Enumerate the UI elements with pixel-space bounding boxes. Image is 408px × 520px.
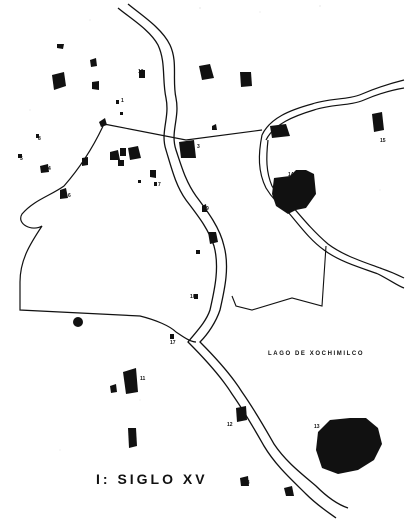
site-number: 3 (197, 144, 200, 150)
site-number: 4 (48, 166, 51, 172)
site-number: 8 (38, 136, 41, 142)
paper-speckle (29, 5, 381, 451)
town-lake-north (272, 170, 316, 214)
site-number: 17 (170, 340, 176, 346)
settlement-17 (202, 204, 207, 212)
site-number: 6 (68, 193, 71, 199)
site-number: 13 (314, 424, 320, 430)
territory-boundary (19, 123, 263, 343)
site-number: 18 (244, 480, 250, 486)
settlement-small-6 (154, 182, 157, 186)
settlement-small-9 (170, 334, 174, 339)
site-number: 7 (158, 182, 161, 188)
settlement-3 (90, 58, 97, 67)
settlement-15 (372, 112, 384, 132)
settlement-14 (270, 124, 290, 138)
site-number: 16 (138, 69, 144, 75)
settlement-1 (52, 72, 66, 90)
settlement-22 (236, 406, 247, 422)
settlement-small-4 (18, 154, 22, 158)
settlement-9 (128, 146, 141, 160)
site-number: 1 (121, 98, 124, 104)
settlement-18 (150, 170, 156, 178)
settlement-small-5 (138, 180, 141, 183)
settlement-23 (212, 124, 217, 130)
settlement-small-8 (194, 294, 198, 299)
settlement-12 (60, 188, 68, 199)
right-channels (258, 79, 405, 289)
river-channel (117, 3, 349, 519)
lake-label: LAGO DE XOCHIMILCO (268, 351, 364, 357)
settlement-5 (139, 70, 145, 78)
site-number: 11 (140, 376, 146, 382)
settlement-13 (82, 157, 88, 166)
settlement-2 (57, 44, 64, 49)
site-number: 5 (20, 156, 23, 162)
settlement-10 (179, 140, 196, 158)
settlement-7 (240, 72, 252, 87)
settlement-25 (240, 476, 249, 486)
settlement-small-7 (196, 250, 200, 254)
settlement-8 (99, 118, 107, 127)
town-lake-south (316, 418, 382, 474)
settlement-19 (123, 368, 138, 394)
site-number: 14 (288, 172, 294, 178)
settlement-20 (110, 384, 117, 393)
settlement-11 (40, 164, 49, 173)
map-title: I: SIGLO XV (96, 471, 208, 487)
settlement-cluster-c (118, 160, 124, 166)
settlement-dot-west (73, 317, 83, 327)
site-number: 12 (227, 422, 233, 428)
settlement-markers (18, 44, 384, 496)
settlement-24 (284, 486, 294, 496)
settlement-6 (199, 64, 214, 80)
site-number: 9 (206, 206, 209, 212)
settlement-small-2 (120, 112, 123, 115)
settlement-21 (128, 428, 137, 448)
settlement-small-1 (116, 100, 119, 104)
settlement-16 (208, 232, 218, 244)
settlement-small-3 (36, 134, 39, 138)
east-boundary (231, 245, 327, 311)
site-numbers: 1 2 3 4 5 6 7 8 9 10 11 12 13 14 15 16 1… (20, 69, 386, 486)
settlement-cluster-a (110, 150, 120, 160)
site-number: 2 (122, 150, 125, 156)
settlement-cluster-b (120, 148, 126, 156)
site-number: 15 (380, 138, 386, 144)
settlement-4 (92, 81, 99, 90)
site-number: 10 (190, 294, 196, 300)
